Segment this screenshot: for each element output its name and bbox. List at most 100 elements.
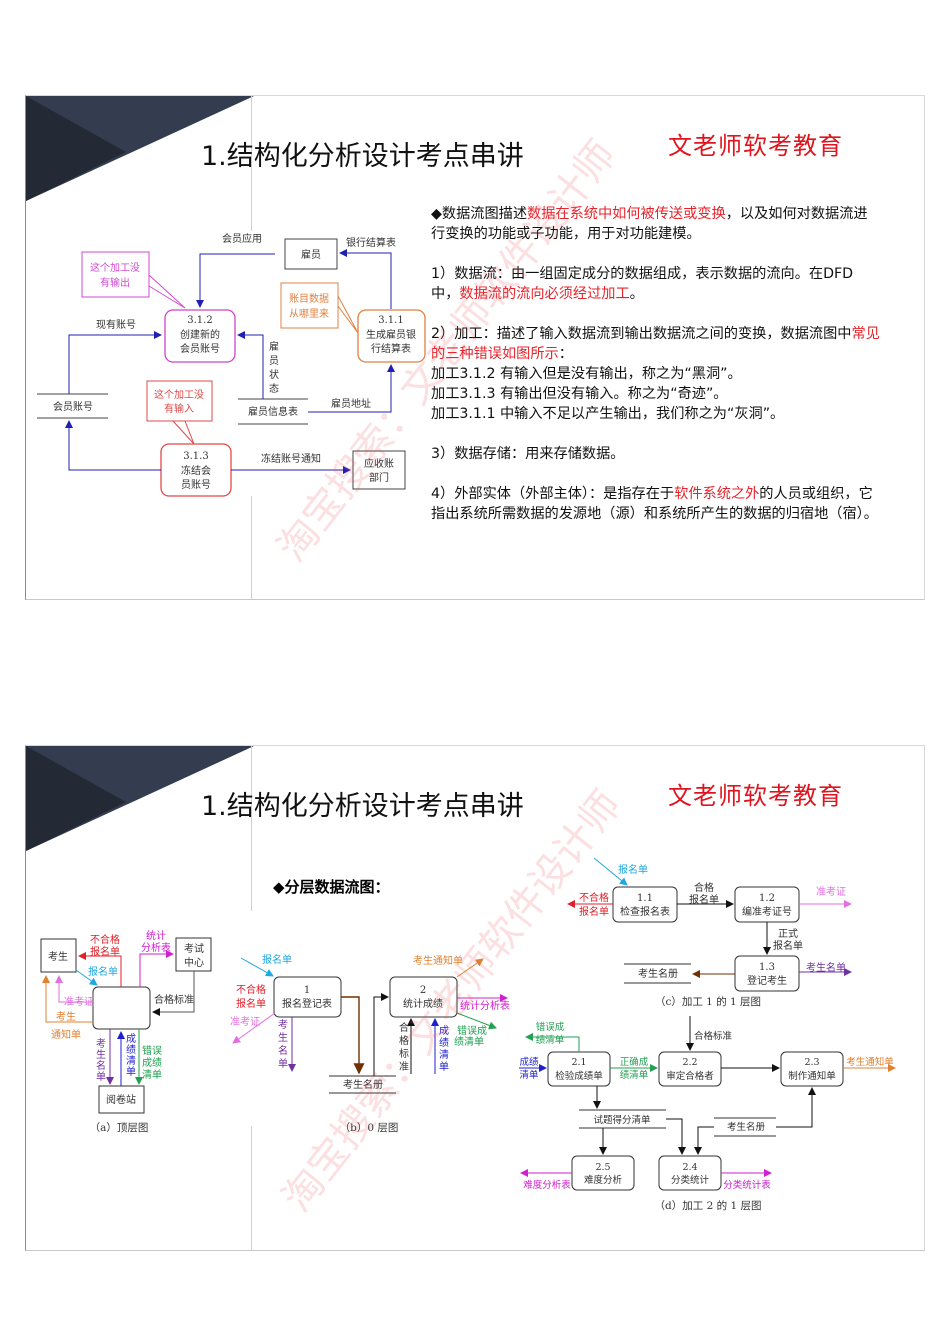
- dfd-error-diagram: 雇员 应收账 部门 会员账号 雇员信息表 3.1.2 创建新的 会员账号 3.1…: [37, 232, 426, 497]
- svg-text:2.5: 2.5: [595, 1162, 610, 1173]
- entity-employee: [284, 238, 338, 270]
- svg-text:统计成绩: 统计成绩: [403, 997, 443, 1010]
- svg-text:报名单: 报名单: [618, 863, 648, 876]
- svg-text:账目数据: 账目数据: [289, 292, 329, 305]
- svg-text:行结算表: 行结算表: [371, 342, 411, 355]
- svg-text:难度分析表: 难度分析表: [523, 1179, 571, 1191]
- svg-text:错误成: 错误成: [536, 1021, 565, 1033]
- svg-text:（c）加工 1 的 1 层图: （c）加工 1 的 1 层图: [655, 995, 761, 1008]
- corner-decoration: [26, 96, 254, 201]
- svg-text:成绩: 成绩: [142, 1056, 162, 1069]
- svg-text:（d）加工 2 的 1 层图: （d）加工 2 的 1 层图: [655, 1199, 762, 1212]
- data-store-paragraph: 3）数据存储：用来存储数据。: [431, 446, 625, 462]
- svg-text:名: 名: [278, 1044, 288, 1057]
- svg-text:审定合格者: 审定合格者: [666, 1070, 714, 1082]
- svg-text:报名单: 报名单: [90, 945, 120, 958]
- svg-text:员: 员: [269, 355, 279, 367]
- svg-text:标: 标: [399, 1048, 409, 1060]
- svg-text:考: 考: [278, 1019, 288, 1031]
- svg-text:格: 格: [399, 1034, 409, 1047]
- svg-text:试题得分清单: 试题得分清单: [593, 1114, 651, 1126]
- svg-text:报名单: 报名单: [579, 905, 609, 918]
- diagram-b-level-0: 1 报名登记表 2 统计成绩 考生名册 报名单 不合格 报名单 准考证 考生名单…: [230, 953, 510, 1134]
- svg-text:成绩: 成绩: [519, 1056, 539, 1068]
- svg-text:冻结账号通知: 冻结账号通知: [261, 452, 321, 465]
- section-heading: ◆分层数据流图：: [273, 878, 390, 896]
- svg-text:生成雇员银: 生成雇员银: [366, 328, 416, 341]
- svg-text:考生名单: 考生名单: [806, 961, 846, 974]
- svg-text:合格: 合格: [694, 881, 714, 894]
- layered-dfd-diagrams: 考生 考试 中心 阅卷站 不合格 报名单 统计 分析表 报名单 准考证 考生 通…: [40, 857, 896, 1212]
- svg-text:银行结算表: 银行结算表: [346, 236, 396, 249]
- svg-text:绩: 绩: [439, 1036, 449, 1049]
- svg-text:单: 单: [278, 1058, 288, 1070]
- intro-paragraph: ◆数据流图描述数据在系统中如何被传送或变换，以及如何对数据流进行变换的功能或子功…: [431, 206, 868, 242]
- svg-text:（a）顶层图: （a）顶层图: [90, 1122, 149, 1134]
- svg-text:分类统计表: 分类统计表: [723, 1179, 771, 1191]
- callout-where-from: 账目数据 从哪里来: [280, 282, 359, 334]
- slide-1: 1.结构化分析设计考点串讲 文老师软考教育 雇员 应收账 部门 会员账号 雇员信…: [25, 95, 925, 600]
- svg-text:这个加工没: 这个加工没: [154, 388, 204, 401]
- svg-text:绩清单: 绩清单: [620, 1069, 649, 1081]
- callout-no-input: 这个加工没 有输入: [146, 380, 213, 445]
- diagram-d-process-2: 2.1 检验成绩单 2.2 审定合格者 2.3 制作通知单 2.4 分类统计 2…: [519, 1016, 896, 1212]
- svg-text:报名单: 报名单: [773, 939, 803, 952]
- svg-text:准考证: 准考证: [230, 1016, 260, 1028]
- svg-text:有输出: 有输出: [100, 276, 130, 289]
- entity-ar-dept: [352, 450, 406, 490]
- svg-text:分类统计: 分类统计: [671, 1174, 710, 1186]
- slide-title: 1.结构化分析设计考点串讲: [201, 791, 524, 822]
- svg-text:准: 准: [399, 1061, 409, 1073]
- svg-text:态: 态: [269, 382, 279, 395]
- svg-text:考生: 考生: [56, 1010, 76, 1023]
- svg-text:雇员信息表: 雇员信息表: [248, 405, 298, 418]
- corner-decoration: [26, 746, 254, 851]
- svg-text:生: 生: [278, 1031, 288, 1044]
- explanation-text: ◆数据流图描述数据在系统中如何被传送或变换，以及如何对数据流进行变换的功能或子功…: [431, 204, 881, 544]
- svg-text:单: 单: [96, 1071, 106, 1083]
- svg-text:部门: 部门: [369, 471, 389, 484]
- svg-text:考生通知单: 考生通知单: [846, 1056, 894, 1068]
- svg-text:2.1: 2.1: [571, 1057, 586, 1068]
- svg-text:报名单: 报名单: [236, 997, 266, 1010]
- svg-text:错误成: 错误成: [457, 1024, 487, 1037]
- svg-text:有输入: 有输入: [164, 402, 194, 415]
- svg-text:1.3: 1.3: [759, 962, 775, 973]
- svg-text:检查报名表: 检查报名表: [620, 905, 670, 918]
- svg-text:清: 清: [126, 1054, 136, 1067]
- svg-text:（b）0 层图: （b）0 层图: [340, 1122, 399, 1134]
- svg-text:名: 名: [96, 1059, 106, 1072]
- svg-text:绩清单: 绩清单: [536, 1034, 565, 1046]
- svg-text:合格标准: 合格标准: [694, 1030, 733, 1042]
- svg-text:成: 成: [126, 1033, 136, 1045]
- svg-text:正式: 正式: [778, 927, 798, 940]
- svg-text:现有账号: 现有账号: [96, 318, 136, 331]
- svg-text:雇: 雇: [269, 340, 279, 353]
- svg-text:3.1.3: 3.1.3: [183, 451, 208, 462]
- callout-no-output: 这个加工没 有输出: [81, 251, 186, 309]
- svg-text:应收账: 应收账: [364, 457, 394, 470]
- svg-text:考生名册: 考生名册: [343, 1078, 383, 1091]
- svg-text:不合格: 不合格: [90, 933, 120, 946]
- brand-label: 文老师软考教育: [668, 782, 843, 810]
- svg-text:检验成绩单: 检验成绩单: [555, 1070, 603, 1082]
- svg-text:清单: 清单: [142, 1068, 162, 1081]
- svg-text:雇员: 雇员: [301, 248, 321, 261]
- svg-text:难度分析: 难度分析: [584, 1174, 623, 1186]
- svg-text:雇员地址: 雇员地址: [331, 397, 371, 410]
- svg-text:编准考证号: 编准考证号: [742, 905, 792, 918]
- svg-text:通知单: 通知单: [51, 1028, 81, 1041]
- guide-line: [251, 496, 252, 599]
- svg-text:报名单: 报名单: [689, 893, 719, 906]
- svg-text:2.4: 2.4: [682, 1162, 697, 1173]
- data-flow-paragraph: 1）数据流：由一组固定成分的数据组成，表示数据的流向。在DFD 中，数据流的流向…: [431, 266, 854, 302]
- diagram-a-top-level: 考生 考试 中心 阅卷站 不合格 报名单 统计 分析表 报名单 准考证 考生 通…: [40, 929, 212, 1134]
- svg-text:这个加工没: 这个加工没: [90, 261, 140, 274]
- svg-text:考试: 考试: [184, 942, 204, 955]
- svg-text:2.3: 2.3: [804, 1057, 819, 1068]
- svg-text:会员账号: 会员账号: [180, 342, 220, 355]
- external-entity-paragraph: 4）外部实体（外部主体）：是指存在于软件系统之外的人员或组织，它指出系统所需数据…: [431, 486, 878, 522]
- svg-text:考生名册: 考生名册: [638, 967, 678, 980]
- guide-line: [251, 1126, 252, 1250]
- svg-text:不合格: 不合格: [579, 891, 609, 904]
